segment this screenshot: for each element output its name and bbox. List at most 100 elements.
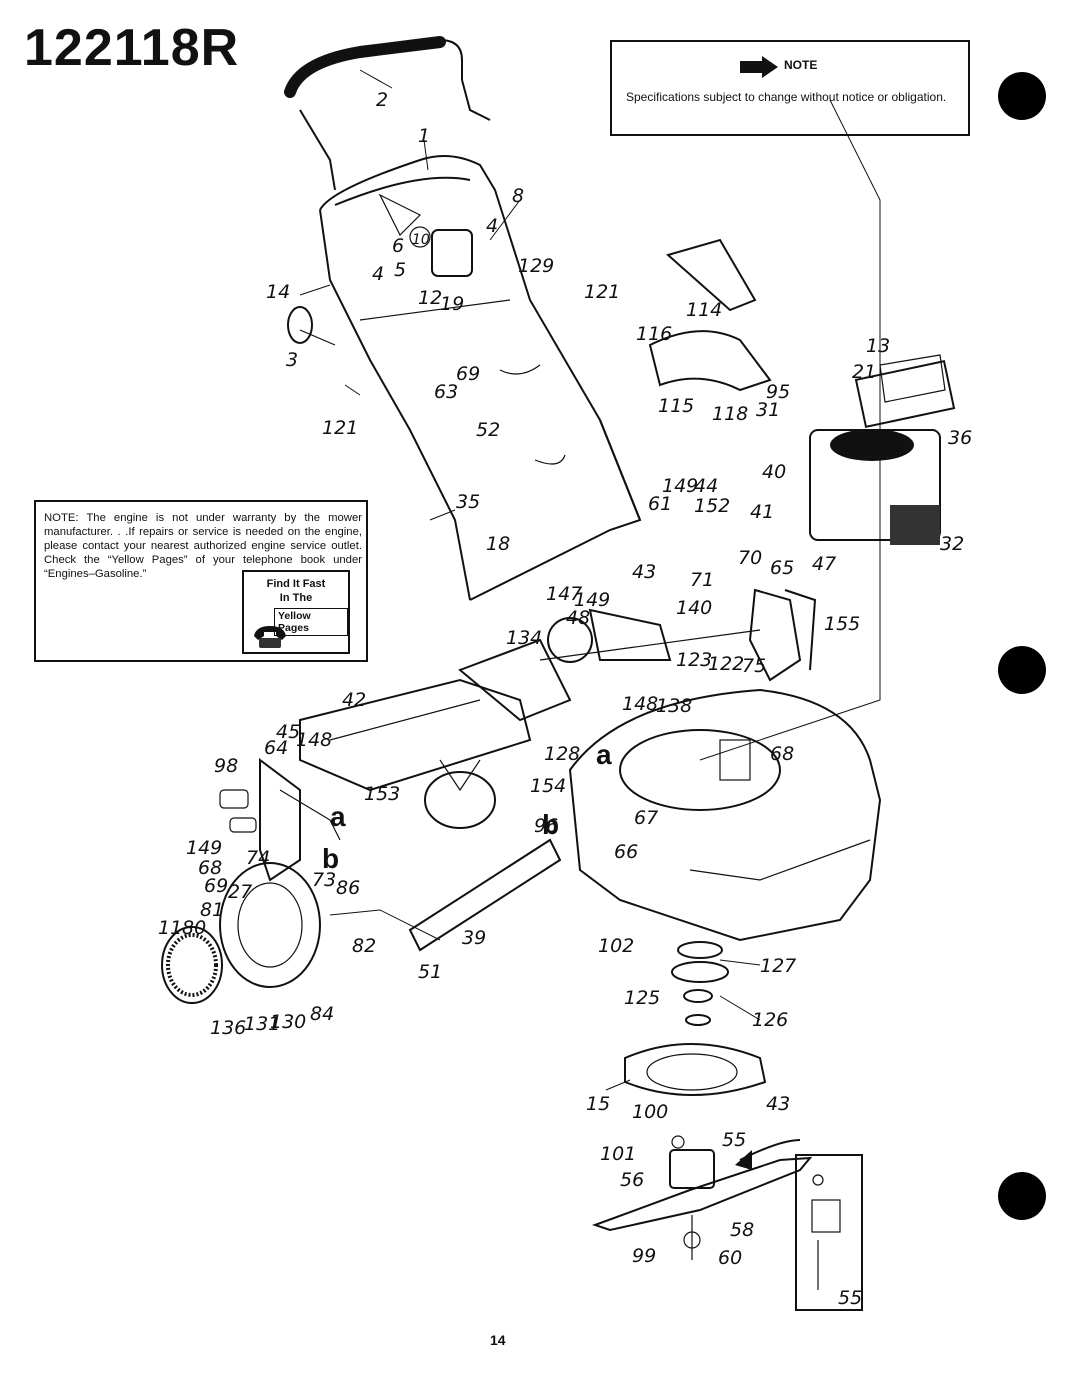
callout-115: 115 bbox=[658, 395, 694, 417]
callout-60: 60 bbox=[718, 1247, 742, 1269]
callout-65: 65 bbox=[770, 557, 794, 579]
handle-frame bbox=[319, 155, 642, 601]
callout-19: 19 bbox=[440, 293, 464, 315]
callout-21: 21 bbox=[852, 361, 876, 383]
callout-140: 140 bbox=[676, 597, 712, 619]
callout-99: 99 bbox=[632, 1245, 656, 1267]
callout-58: 58 bbox=[730, 1219, 754, 1241]
callout-48: 48 bbox=[566, 607, 590, 629]
engine-warranty-note: NOTE: The engine is not under warranty b… bbox=[34, 500, 368, 662]
callout-123: 123 bbox=[676, 649, 712, 671]
callout-64: 64 bbox=[264, 737, 288, 759]
callout-8: 8 bbox=[512, 185, 524, 207]
callout-1: 1 bbox=[418, 125, 430, 147]
callout-51: 51 bbox=[418, 961, 442, 983]
callout-4b: 4 bbox=[372, 263, 384, 285]
callout-100: 100 bbox=[632, 1101, 668, 1123]
callout-121: 121 bbox=[584, 281, 620, 303]
callout-10: 10 bbox=[412, 232, 430, 248]
engine-note-text: NOTE: The engine is not under warranty b… bbox=[44, 512, 362, 580]
callout-116: 116 bbox=[636, 323, 672, 345]
callout-147: 147 bbox=[546, 583, 582, 605]
callout-130: 130 bbox=[270, 1011, 306, 1033]
letter-a-2: a bbox=[596, 739, 612, 770]
letter-b-1: b bbox=[322, 843, 339, 874]
letter-b-2: b bbox=[542, 809, 559, 840]
callout-36: 36 bbox=[948, 427, 972, 449]
callout-55a: 55 bbox=[722, 1129, 746, 1151]
callout-68a: 68 bbox=[770, 743, 794, 765]
wheel-bracket bbox=[219, 758, 341, 882]
blade-adapter-stack bbox=[624, 941, 767, 1096]
callout-82: 82 bbox=[352, 935, 376, 957]
badge-line-3: Yellow Pages bbox=[274, 608, 348, 636]
callout-5: 5 bbox=[394, 259, 406, 281]
callout-102: 102 bbox=[598, 935, 634, 957]
callout-56: 56 bbox=[620, 1169, 644, 1191]
callout-149c: 149 bbox=[186, 837, 222, 859]
callout-41: 41 bbox=[750, 501, 774, 523]
callout-31: 31 bbox=[756, 399, 780, 421]
callout-61: 61 bbox=[648, 493, 672, 515]
callout-131: 131 bbox=[244, 1013, 280, 1035]
callout-125: 125 bbox=[624, 987, 660, 1009]
blade bbox=[591, 1135, 813, 1260]
yellow-pages-badge: Find It Fast In The Yellow Pages bbox=[242, 570, 350, 654]
callout-128: 128 bbox=[544, 743, 580, 765]
bail-cable bbox=[499, 364, 566, 465]
callout-154: 154 bbox=[530, 775, 566, 797]
callout-3: 3 bbox=[286, 349, 298, 371]
callout-69b: 69 bbox=[204, 875, 228, 897]
telephone-icon bbox=[254, 626, 286, 648]
callout-126: 126 bbox=[752, 1009, 788, 1031]
badge-line-2: In The bbox=[279, 592, 313, 604]
binder-hole-3 bbox=[998, 1172, 1046, 1220]
callout-98: 98 bbox=[214, 755, 238, 777]
callout-70: 70 bbox=[738, 547, 762, 569]
upper-handle bbox=[284, 36, 491, 191]
rear-wheel bbox=[161, 862, 321, 1004]
callout-155: 155 bbox=[824, 613, 860, 635]
callout-12: 12 bbox=[418, 287, 442, 309]
mower-deck bbox=[568, 688, 882, 942]
callout-67: 67 bbox=[634, 807, 658, 829]
callout-52: 52 bbox=[476, 419, 500, 441]
callout-42: 42 bbox=[342, 689, 366, 711]
callout-134: 134 bbox=[506, 627, 542, 649]
belt-pulley-assembly bbox=[424, 759, 496, 829]
callout-40: 40 bbox=[762, 461, 786, 483]
callout-96: 96 bbox=[534, 815, 558, 837]
callout-63: 63 bbox=[434, 381, 458, 403]
callout-44: 44 bbox=[694, 475, 718, 497]
callout-118: 118 bbox=[712, 403, 748, 425]
callout-43b: 43 bbox=[766, 1093, 790, 1115]
note-box: NOTE Specifications subject to change wi… bbox=[610, 40, 970, 136]
callout-114: 114 bbox=[686, 299, 722, 321]
callout-138: 138 bbox=[656, 695, 692, 717]
binder-hole-2 bbox=[998, 646, 1046, 694]
callout-73: 73 bbox=[312, 869, 336, 891]
page-number: 14 bbox=[490, 1332, 506, 1348]
callout-75: 75 bbox=[742, 655, 766, 677]
model-number: 122118R bbox=[24, 19, 240, 77]
callout-labels: 2 1 8 4 6 10 4 5 129 12 19 121 14 3 69 6… bbox=[158, 89, 972, 1309]
callout-11: 11 bbox=[158, 917, 182, 939]
drive-cable-bracket bbox=[748, 588, 817, 682]
callout-149b: 149 bbox=[574, 589, 610, 611]
callout-2: 2 bbox=[376, 89, 388, 111]
callout-127: 127 bbox=[760, 955, 796, 977]
handle-knob bbox=[287, 306, 336, 346]
callout-6: 6 bbox=[392, 235, 404, 257]
callout-121b: 121 bbox=[322, 417, 358, 439]
callout-149a: 149 bbox=[662, 475, 698, 497]
callout-95: 95 bbox=[766, 381, 790, 403]
callout-45: 45 bbox=[276, 721, 300, 743]
callout-32: 32 bbox=[940, 533, 964, 555]
arrow-icon bbox=[740, 56, 778, 78]
callout-55b: 55 bbox=[838, 1287, 862, 1309]
callout-81: 81 bbox=[200, 899, 224, 921]
callout-148b: 148 bbox=[296, 729, 332, 751]
badge-line-1: Find It Fast bbox=[266, 578, 326, 590]
callout-71: 71 bbox=[690, 569, 714, 591]
